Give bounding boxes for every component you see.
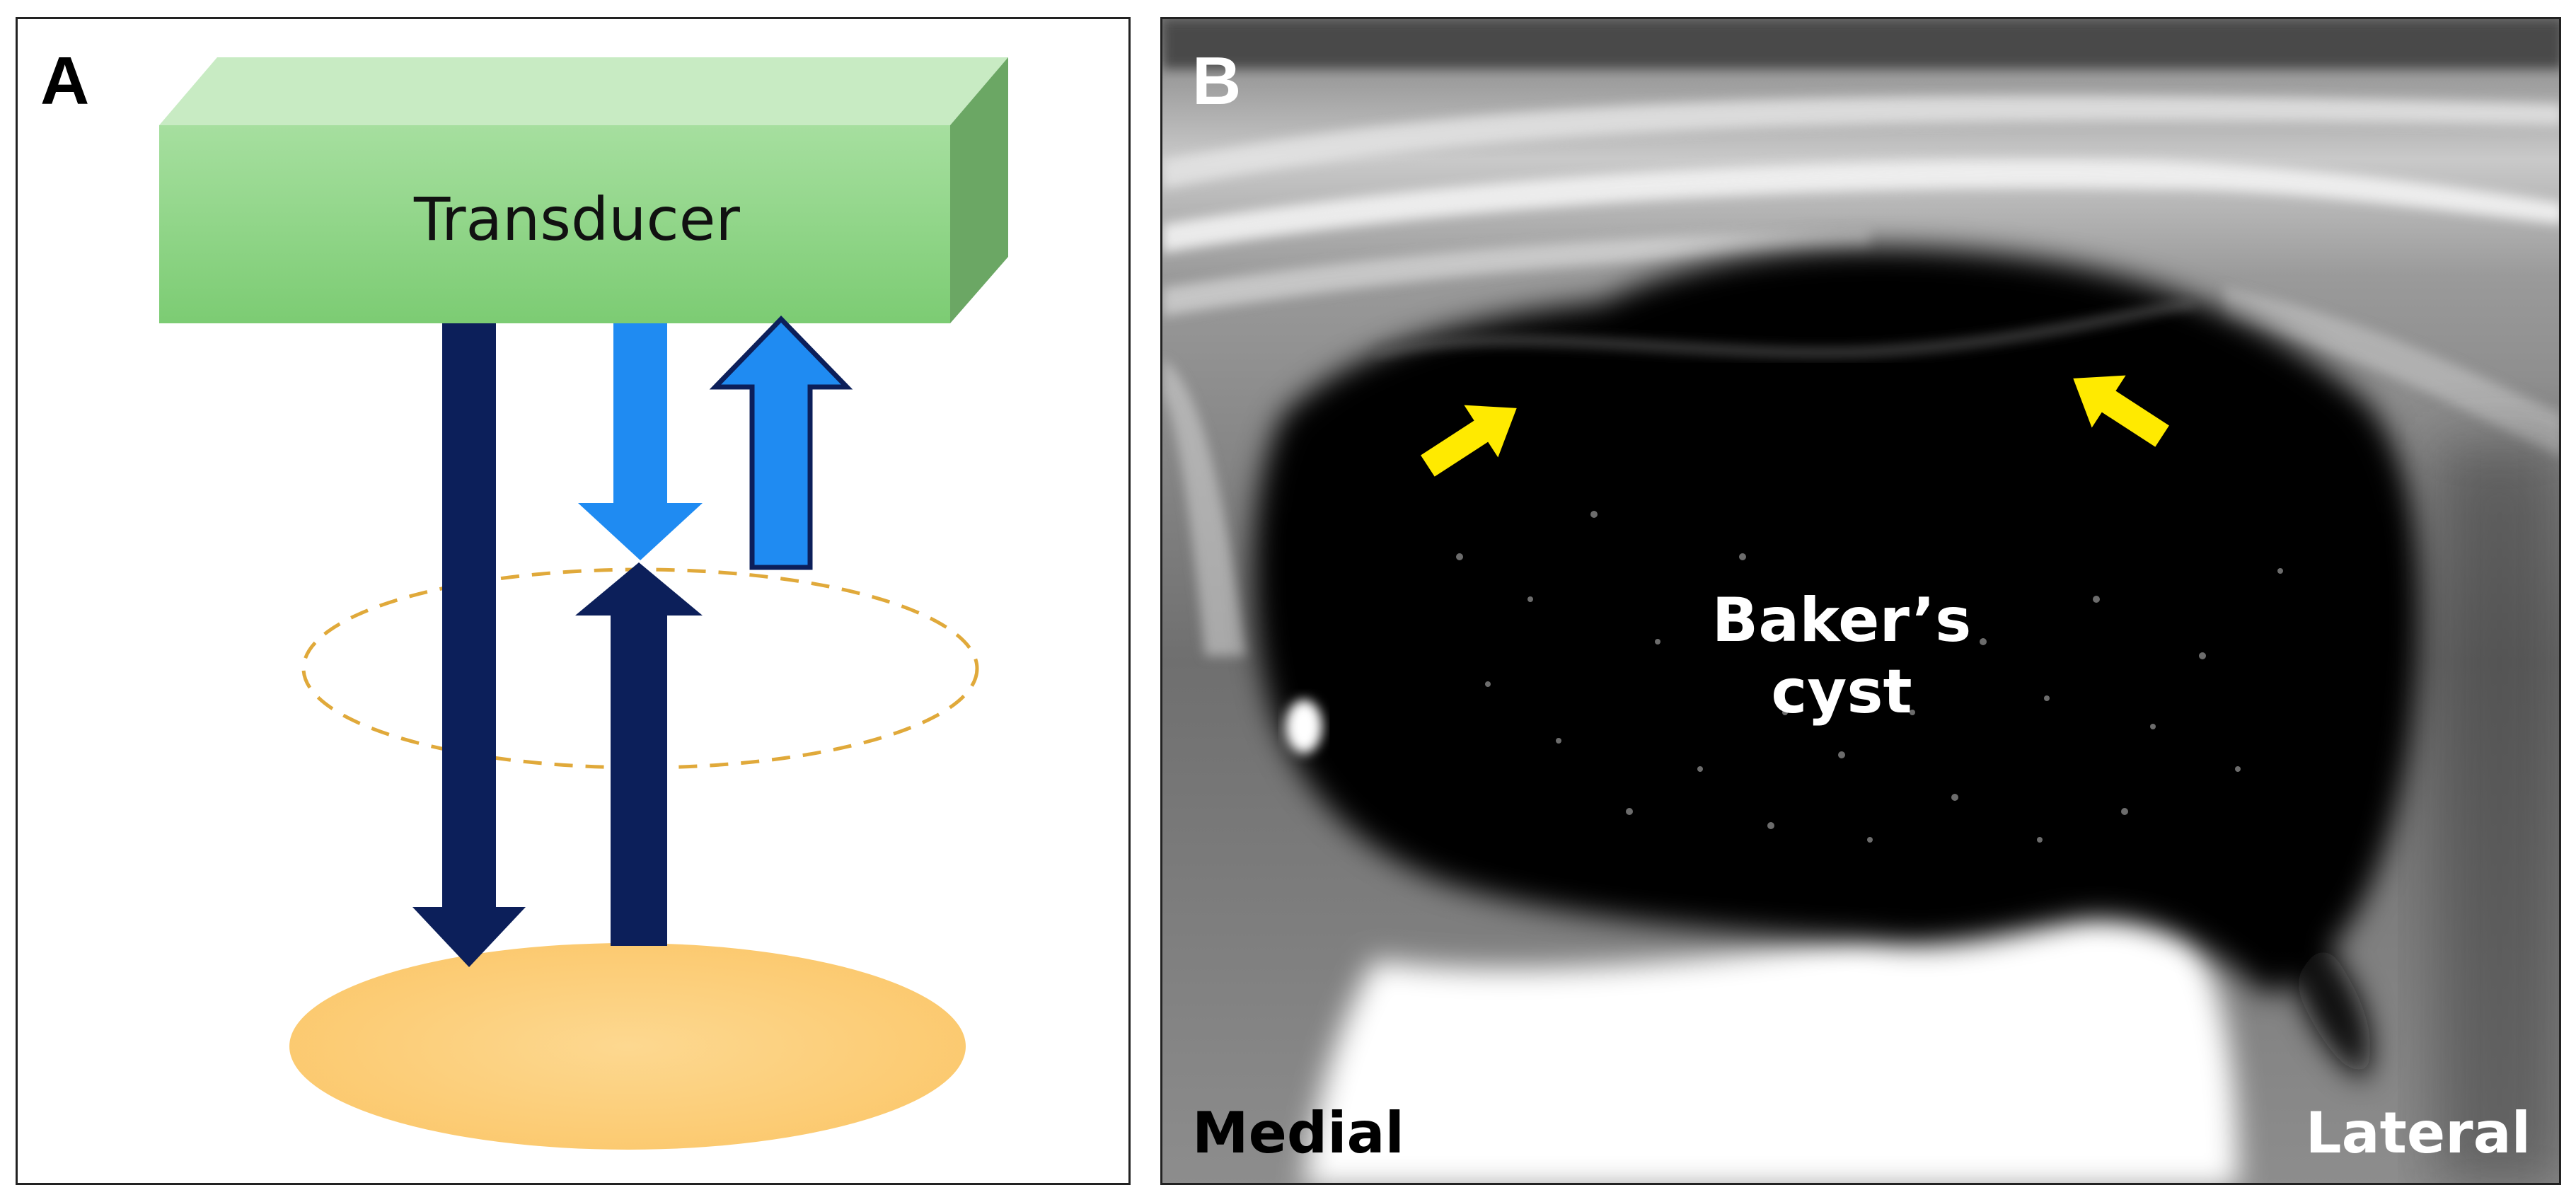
panel-b-letter: B xyxy=(1192,43,1242,119)
panel-a-letter: A xyxy=(40,43,90,119)
left-wall-reflector xyxy=(1286,700,1322,753)
ultrasound-image xyxy=(1162,19,2559,1183)
panel-a-canvas: Transducer xyxy=(159,57,1008,1150)
lateral-label: Lateral xyxy=(2305,1100,2531,1166)
yellow-arrow-left xyxy=(1421,405,1517,477)
cyst-label-line2: cyst xyxy=(1771,657,1912,728)
transducer-block: Transducer xyxy=(159,57,1008,323)
yellow-arrow-right xyxy=(2073,375,2169,447)
cyst-label-line1: Baker’s xyxy=(1711,585,1972,656)
transducer-label: Transducer xyxy=(413,185,740,254)
cyst-label: Baker’s cyst xyxy=(1686,585,1997,729)
medial-label: Medial xyxy=(1192,1100,1404,1166)
baker-cyst xyxy=(1254,247,2420,1080)
panel-b-ultrasound: B Baker’s cyst Medial Lateral xyxy=(1160,17,2561,1185)
echogenic-specks xyxy=(1456,511,2283,843)
transducer-front-face xyxy=(159,125,950,323)
dark-up-arrow xyxy=(575,562,703,946)
dark-down-arrow xyxy=(412,323,526,967)
transducer-top-face xyxy=(159,57,1008,125)
transducer-side-face xyxy=(950,57,1008,323)
fascia-bands xyxy=(1162,96,2559,656)
panel-a-diagram: Transducer A xyxy=(16,17,1131,1185)
light-down-arrow xyxy=(578,323,703,560)
light-up-arrow xyxy=(709,315,853,570)
right-lateral-shadow xyxy=(2436,444,2559,1183)
target-oval xyxy=(289,943,966,1150)
posterior-bright-region xyxy=(1304,912,2238,1183)
cyst-septum xyxy=(1373,297,2197,358)
top-dark-band xyxy=(1162,19,2559,69)
